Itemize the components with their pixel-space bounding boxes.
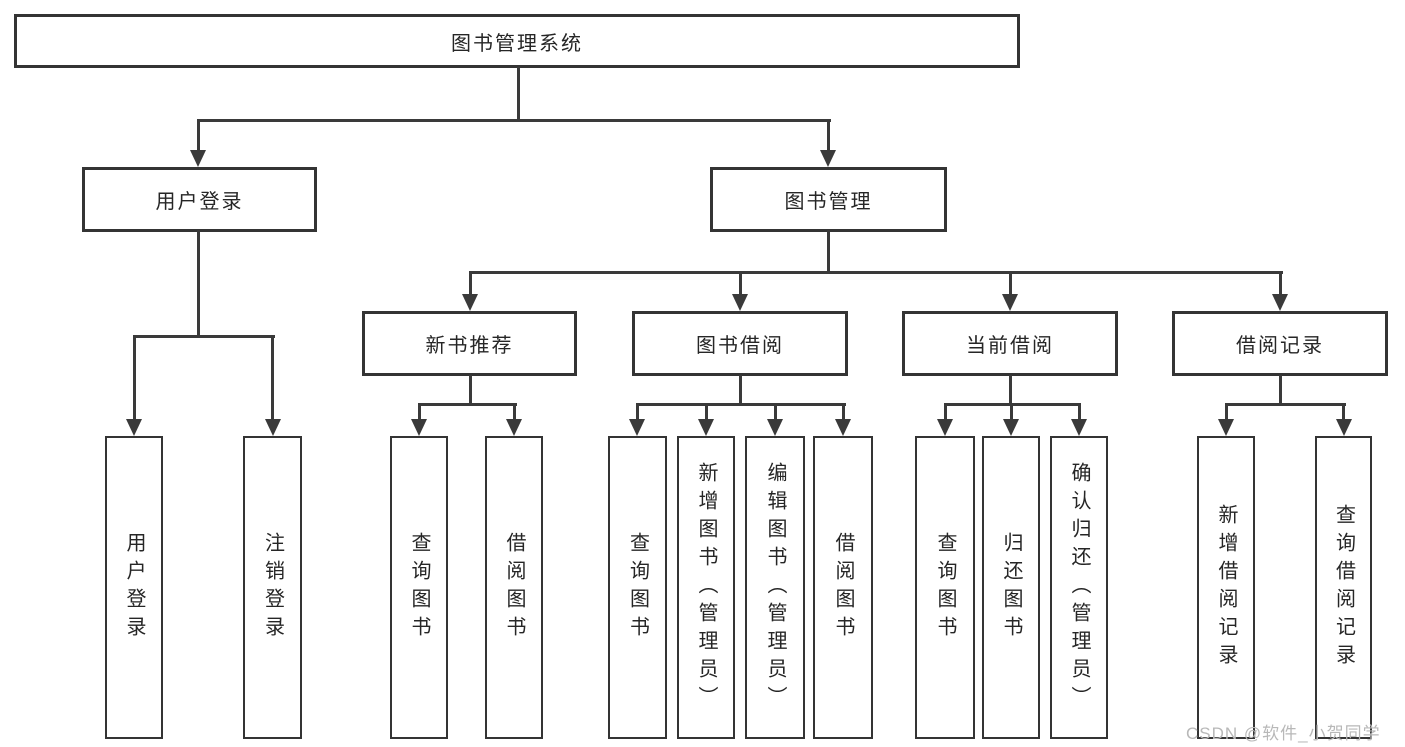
edge-line	[468, 375, 472, 405]
edge-line	[1224, 402, 1228, 421]
leaf-add-borrow-record: 新增借阅记录	[1197, 436, 1255, 739]
arrowhead-icon	[698, 419, 714, 436]
node-label: 图书借阅	[696, 335, 784, 357]
arrowhead-icon	[937, 419, 953, 436]
node-label: 归还图书	[1000, 531, 1022, 644]
node-label: 确认归还（管理员）	[1068, 461, 1090, 714]
arrowhead-icon	[629, 419, 645, 436]
arrowhead-icon	[835, 419, 851, 436]
csdn-watermark: CSDN @软件_小贺同学	[1186, 724, 1381, 743]
leaf-logout: 注销登录	[243, 436, 302, 739]
edge-line	[271, 334, 274, 421]
arrowhead-icon	[732, 294, 748, 311]
node-label: 新增借阅记录	[1215, 503, 1237, 672]
node-book-borrow: 图书借阅	[632, 311, 848, 376]
arrowhead-icon	[264, 419, 281, 436]
edge-line	[1278, 270, 1282, 296]
arrowhead-icon	[1003, 419, 1019, 436]
node-label: 注销登录	[261, 531, 284, 644]
edge-line	[841, 402, 845, 421]
node-label: 查询图书	[626, 531, 649, 644]
leaf-return-books: 归还图书	[982, 436, 1040, 739]
node-user-login: 用户登录	[82, 167, 317, 232]
arrowhead-icon	[462, 294, 478, 311]
edge-line	[516, 67, 520, 120]
edge-line	[826, 230, 830, 272]
node-current-borrow: 当前借阅	[902, 311, 1118, 376]
leaf-confirm-return-admin: 确认归还（管理员）	[1050, 436, 1108, 739]
leaf-query-books: 查询图书	[608, 436, 667, 739]
edge-line	[704, 402, 708, 421]
leaf-query-books: 查询图书	[390, 436, 448, 739]
arrowhead-icon	[1002, 294, 1018, 311]
arrowhead-icon	[126, 419, 142, 436]
arrowhead-icon	[1272, 294, 1288, 311]
edge-line	[826, 118, 830, 152]
arrowhead-icon	[190, 150, 206, 167]
edge-line	[468, 270, 1283, 274]
arrowhead-icon	[1218, 419, 1234, 436]
edge-line	[1008, 375, 1012, 405]
leaf-user-login: 用户登录	[105, 436, 163, 739]
leaf-query-borrow-record: 查询借阅记录	[1315, 436, 1372, 739]
edge-line	[132, 334, 136, 421]
node-book-management: 图书管理	[710, 167, 947, 232]
edge-line	[1278, 375, 1282, 405]
arrowhead-icon	[1071, 419, 1087, 436]
arrowhead-icon	[506, 419, 522, 436]
edge-line	[943, 402, 947, 421]
edge-line	[1224, 402, 1346, 406]
leaf-add-books-admin: 新增图书（管理员）	[677, 436, 735, 739]
node-label: 图书管理	[784, 191, 873, 213]
node-label: 借阅图书	[503, 531, 525, 644]
node-new-book-recommend: 新书推荐	[362, 311, 577, 376]
edge-line	[196, 118, 200, 152]
node-label: 新书推荐	[425, 335, 514, 357]
node-label: 编辑图书（管理员）	[764, 461, 786, 714]
leaf-borrow-books: 借阅图书	[813, 436, 873, 739]
edge-line	[417, 402, 517, 406]
edge-line	[196, 118, 831, 122]
edge-line	[1077, 402, 1081, 421]
leaf-borrow-books: 借阅图书	[485, 436, 543, 739]
node-label: 图书管理系统	[451, 32, 583, 55]
edge-line	[196, 230, 200, 336]
node-label: 新增图书（管理员）	[695, 461, 717, 714]
edge-line	[132, 334, 275, 338]
node-label: 借阅图书	[832, 531, 854, 644]
node-book-management-system: 图书管理系统	[14, 14, 1020, 68]
node-label: 借阅记录	[1236, 335, 1324, 357]
node-borrow-records: 借阅记录	[1172, 311, 1388, 376]
edge-line	[738, 270, 742, 296]
arrowhead-icon	[1335, 419, 1352, 436]
edge-line	[635, 402, 639, 421]
arrowhead-icon	[820, 150, 836, 167]
edge-line	[1342, 402, 1345, 421]
node-label: 当前借阅	[966, 335, 1054, 357]
edge-line	[1009, 402, 1013, 421]
edge-line	[512, 402, 516, 421]
node-label: 查询借阅记录	[1332, 503, 1355, 672]
leaf-edit-books-admin: 编辑图书（管理员）	[745, 436, 805, 739]
arrowhead-icon	[767, 419, 783, 436]
node-label: 查询图书	[934, 531, 956, 644]
edge-line	[635, 402, 846, 406]
edge-line	[1008, 270, 1012, 296]
edge-line	[468, 270, 472, 296]
edge-line	[773, 402, 777, 421]
node-label: 查询图书	[408, 531, 430, 644]
node-label: 用户登录	[123, 531, 145, 644]
node-label: 用户登录	[155, 191, 244, 213]
arrowhead-icon	[411, 419, 427, 436]
leaf-query-books: 查询图书	[915, 436, 975, 739]
edge-line	[738, 375, 742, 405]
edge-line	[417, 402, 421, 421]
